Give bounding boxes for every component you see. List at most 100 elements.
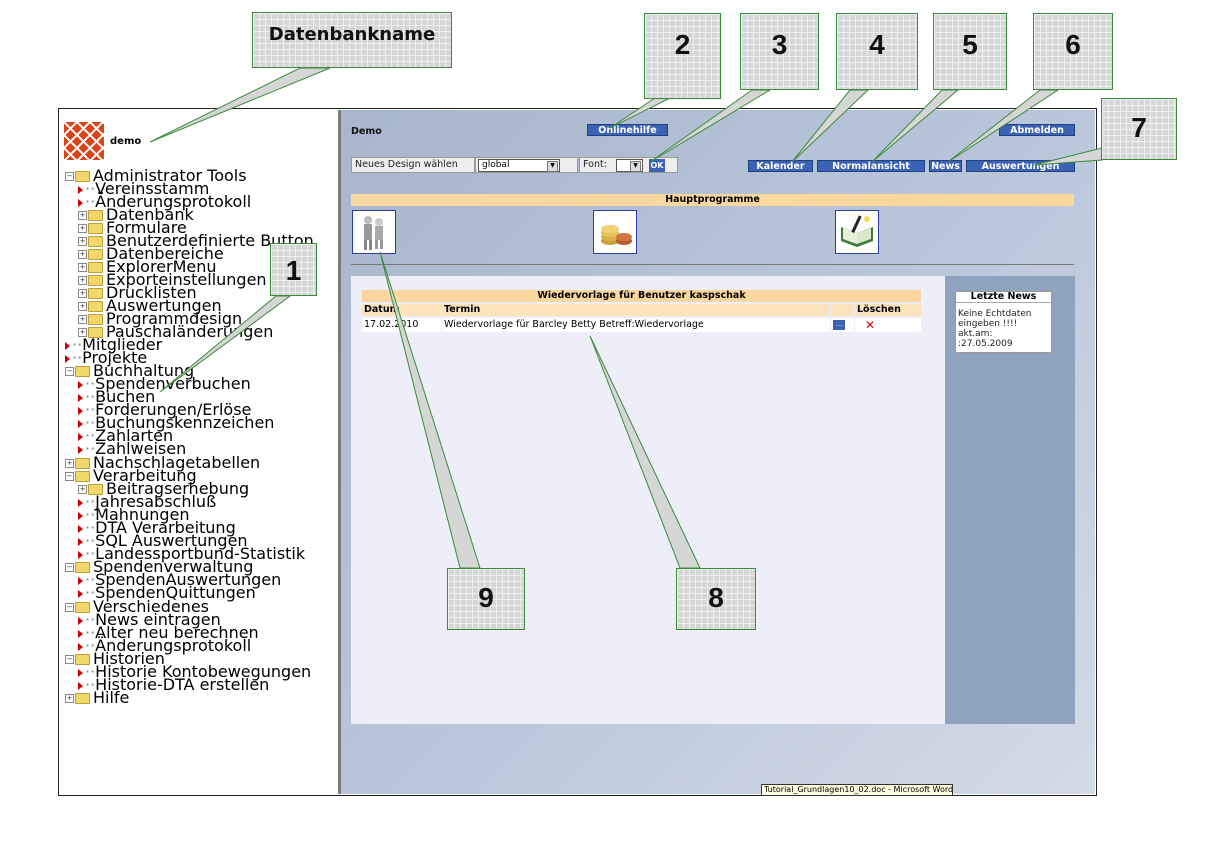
tree-item-label: Programmdesign [106,309,243,328]
more-button[interactable]: ... [833,319,845,330]
expand-icon[interactable]: + [78,485,87,494]
tree-item[interactable]: ··News eintragen [78,612,221,628]
tree-connector: ·· [85,675,96,694]
tree-item[interactable]: +Nachschlagetabellen [65,455,260,471]
collapse-icon[interactable]: − [65,563,74,572]
expand-icon[interactable]: + [78,276,87,285]
expand-icon[interactable]: + [78,315,87,324]
tree-item[interactable]: ··Projekte [65,348,148,367]
tree-item[interactable]: −Verschiedenes [65,599,209,615]
tree-item[interactable]: ··Buchungskennzeichen [78,413,275,432]
expand-icon[interactable]: + [78,224,87,233]
row-termin[interactable]: Wiedervorlage für Barcley Betty Betreff:… [442,318,830,332]
tree-item[interactable]: +Exporteinstellungen [78,272,267,288]
expand-icon[interactable]: + [78,211,87,220]
folder-open-icon [75,171,90,182]
design-select[interactable]: global▼ [478,159,560,172]
tree-item[interactable]: ··Zahlweisen [78,439,187,458]
arrow-icon [78,198,83,207]
delete-icon[interactable]: ✕ [865,318,876,332]
arrow-icon [78,393,83,402]
tree-item-label: Datenbereiche [106,244,224,263]
tree-item[interactable]: −Spendenverwaltung [65,559,253,575]
coins-program-icon[interactable] [593,210,637,254]
expand-icon[interactable]: + [78,289,87,298]
tree-item[interactable]: ··SQL Auswertungen [78,533,248,549]
column-loeschen: Löschen [855,304,921,316]
tree-item[interactable]: ··Änderungsprotokoll [78,194,251,210]
tree-item-label: Projekte [82,348,148,367]
arrow-icon [78,185,83,194]
folder-icon [88,314,103,325]
expand-icon[interactable]: + [65,459,74,468]
tree-item-label: Zahlweisen [95,439,187,458]
tree-item[interactable]: ··Mahnungen [78,507,189,523]
arrow-icon [78,668,83,677]
tree-item[interactable]: ··SpendenAuswertungen [78,572,281,588]
expand-icon[interactable]: + [78,263,87,272]
arrow-icon [78,681,83,690]
tree-item[interactable]: ··Alter neu berechnen [78,623,259,642]
tree-item[interactable]: +Benutzerdefinierte Button [78,233,314,249]
tree-item[interactable]: −Administrator Tools [65,168,247,184]
tree-item[interactable]: −Buchhaltung [65,363,194,379]
tree-item[interactable]: ··SpendenQuittungen [78,585,256,601]
tree-connector: ·· [85,518,96,537]
tree-item[interactable]: ··Spendenverbuchen [78,376,251,392]
tree-item[interactable]: +Datenbank [78,207,194,223]
expand-icon[interactable]: + [65,694,74,703]
collapse-icon[interactable]: − [65,655,74,664]
tree-item[interactable]: ··Forderungen/Erlöse [78,402,251,418]
tree-item[interactable]: +Beitragserhebung [78,481,249,497]
tree-connector: ·· [85,387,96,406]
ok-button[interactable]: OK [649,159,665,172]
tree-connector: ·· [85,623,96,642]
normalansicht-button[interactable]: Normalansicht [817,160,925,172]
news-button[interactable]: News [929,160,962,172]
tree-item[interactable]: +Drucklisten [78,285,197,301]
abmelden-button[interactable]: Abmelden [999,124,1075,136]
kalender-button[interactable]: Kalender [748,160,813,172]
tree-item[interactable]: ··Änderungsprotokoll [78,638,251,654]
tree-item[interactable]: ··Historie Kontobewegungen [78,662,311,681]
onlinehilfe-button[interactable]: Onlinehilfe [587,124,668,136]
members-program-icon[interactable] [352,210,396,254]
font-label-text: Font: [583,159,607,170]
tree-item[interactable]: ··Zahlarten [78,428,173,444]
collapse-icon[interactable]: − [65,472,74,481]
tree-item[interactable]: + Programmdesign [78,309,243,328]
tree-item[interactable]: ··Jahresabschluß [78,492,216,511]
letzte-news-header: Letzte News [955,291,1052,303]
expand-icon[interactable]: + [78,250,87,259]
expand-icon[interactable]: + [78,328,87,337]
tree-connector: ·· [85,492,96,511]
tree-item[interactable]: + Datenbereiche [78,244,224,263]
collapse-icon[interactable]: − [65,172,74,181]
tree-connector: ·· [85,662,96,681]
tree-item[interactable]: +Hilfe [65,690,129,706]
folder-icon [88,236,103,247]
collapse-icon[interactable]: − [65,367,74,376]
expand-icon[interactable]: + [78,302,87,311]
tree-item[interactable]: −Verarbeitung [65,468,197,484]
arrow-icon [78,498,83,507]
hauptprogramme-header: Hauptprogramme [351,194,1074,206]
tree-item[interactable]: ··DTA Verarbeitung [78,518,236,537]
pane-divider[interactable] [338,110,341,794]
expand-icon[interactable]: + [78,237,87,246]
column-datum: Datum [362,304,441,316]
tree-item[interactable]: ··Historie-DTA erstellen [78,675,269,694]
book-program-icon[interactable] [835,210,879,254]
tree-item[interactable]: ··Mitglieder [65,337,162,353]
collapse-icon[interactable]: − [65,603,74,612]
tree-item[interactable]: ··Vereinsstamm [78,181,209,197]
tree-item[interactable]: −Historien [65,651,165,667]
callout-5: 5 [933,13,1007,90]
tree-item[interactable]: ··Buchen [78,387,155,406]
tree-item-label: Buchungskennzeichen [95,413,275,432]
tree-item[interactable]: +Auswertungen [78,298,222,314]
tree-item[interactable]: ··Landessportbund-Statistik [78,546,305,562]
tree-item[interactable]: +Formulare [78,220,187,236]
font-select[interactable]: ▼ [616,159,643,172]
tree-item[interactable]: +ExplorerMenu [78,259,217,275]
